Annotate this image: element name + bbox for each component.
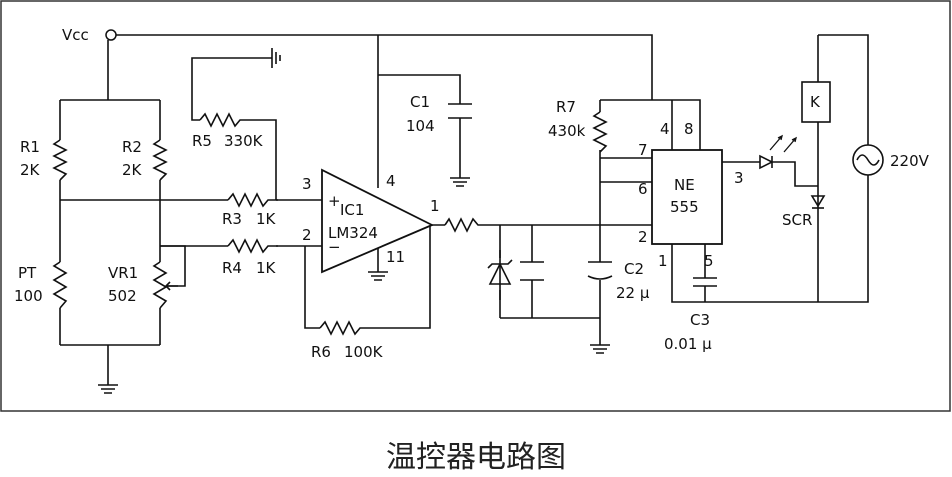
diagram-border xyxy=(0,0,951,412)
ne555-pin7: 7 xyxy=(638,141,648,159)
vcc-terminal xyxy=(105,29,117,41)
scr-label: SCR xyxy=(782,211,812,229)
opamp-pin2: 2 xyxy=(302,226,312,244)
r1-value: 2K xyxy=(20,161,41,179)
relay-label: K xyxy=(810,93,821,111)
ne555-pin6: 6 xyxy=(638,180,648,198)
resistors xyxy=(52,111,608,336)
resistor-output xyxy=(444,217,486,233)
ground-icon xyxy=(271,48,281,68)
led-opto xyxy=(759,134,797,170)
opamp-pin1: 1 xyxy=(430,197,440,215)
ground-icon xyxy=(450,177,470,187)
r2-value: 2K xyxy=(122,161,143,179)
r4-label: R4 xyxy=(222,259,242,277)
r6-value: 100K xyxy=(344,343,384,361)
ne555-pin4: 4 xyxy=(660,120,670,138)
c3-value: 0.01 μ xyxy=(664,335,712,353)
diagram-caption: 温控器电路图 xyxy=(386,440,566,475)
opamp-plus: + xyxy=(328,192,341,210)
c2-label: C2 xyxy=(624,260,644,278)
vr1-value: 502 xyxy=(108,287,137,305)
opamp-pin11: 11 xyxy=(386,248,405,266)
r5-label: R5 xyxy=(192,132,212,150)
opamp-minus: − xyxy=(328,238,341,256)
resistor-r3 xyxy=(227,192,278,208)
ne555-value: 555 xyxy=(670,198,699,216)
r1-label: R1 xyxy=(20,138,40,156)
resistor-r5 xyxy=(199,112,250,128)
r7-value: 430k xyxy=(548,122,586,140)
ic1-label: IC1 xyxy=(340,201,364,219)
ground-icon xyxy=(98,384,118,394)
ground-icon xyxy=(368,271,388,281)
vcc-label: Vcc xyxy=(62,26,89,44)
resistor-r6 xyxy=(319,320,370,336)
resistor-r4 xyxy=(227,238,278,254)
ne555-pin1: 1 xyxy=(658,252,668,270)
pt-label: PT xyxy=(18,264,37,282)
r3-value: 1K xyxy=(256,210,277,228)
c2-value: 22 μ xyxy=(616,284,650,302)
resistor-r2 xyxy=(152,139,168,181)
c3-label: C3 xyxy=(690,311,710,329)
scr-thyristor xyxy=(810,195,826,209)
ac-source xyxy=(852,144,884,176)
opamp-pin3: 3 xyxy=(302,175,312,193)
ne555-pin5: 5 xyxy=(704,252,714,270)
c1-label: C1 xyxy=(410,93,430,111)
component-labels: Vcc R1 2K R2 2K PT 100 VR1 502 R5 330K R… xyxy=(14,26,930,361)
vr1-wiper-arrow xyxy=(164,281,178,291)
r5-value: 330K xyxy=(224,132,264,150)
circuit-diagram: Vcc R1 2K R2 2K PT 100 VR1 502 R5 330K R… xyxy=(0,0,951,412)
zener-diode xyxy=(487,250,513,300)
ne555-name: NE xyxy=(674,176,695,194)
resistor-r7 xyxy=(592,111,608,153)
capacitors xyxy=(448,103,717,287)
ne555-chip xyxy=(651,149,723,245)
opamp-ic1 xyxy=(321,168,435,274)
c1-value: 104 xyxy=(406,117,435,135)
ground-icon xyxy=(590,344,610,354)
ne555-pin2: 2 xyxy=(638,228,648,246)
ic1-value: LM324 xyxy=(328,224,378,242)
r3-label: R3 xyxy=(222,210,242,228)
capacitor-small xyxy=(520,261,544,281)
ne555-pin3: 3 xyxy=(734,169,744,187)
relay-k xyxy=(801,81,831,123)
resistor-r1 xyxy=(52,139,68,181)
wires xyxy=(59,34,869,385)
ac-voltage-label: 220V xyxy=(890,152,930,170)
r6-label: R6 xyxy=(311,343,331,361)
capacitor-c1 xyxy=(448,103,472,119)
r4-value: 1K xyxy=(256,259,277,277)
r7-label: R7 xyxy=(556,98,576,116)
opamp-pin4: 4 xyxy=(386,172,396,190)
ne555-pin8: 8 xyxy=(684,120,694,138)
r2-label: R2 xyxy=(122,138,142,156)
pt-value: 100 xyxy=(14,287,43,305)
vr1-label: VR1 xyxy=(108,264,138,282)
resistor-vr1 xyxy=(152,261,168,309)
grounds xyxy=(98,48,610,394)
resistor-pt xyxy=(52,261,68,309)
capacitor-c3 xyxy=(693,277,717,287)
capacitor-c2 xyxy=(587,261,613,280)
